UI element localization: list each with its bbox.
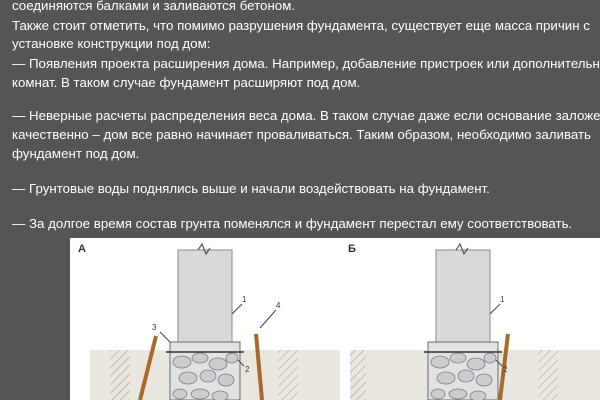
list-item-continuation: качественно – дом все равно начинает про… [12, 127, 591, 142]
panel-a-label: А [78, 243, 86, 255]
list-item: — Появления проекта расширения дома. Нап… [12, 56, 600, 71]
callout-3: 3 [152, 323, 157, 332]
house-wall [435, 249, 491, 347]
brace-right [254, 333, 264, 400]
trench-wall-left [110, 350, 130, 400]
house-wall [177, 249, 233, 347]
list-item-continuation: комнат. В таком случае фундамент расширя… [12, 75, 361, 90]
list-item: — Грунтовые воды поднялись выше и начали… [12, 181, 490, 196]
paragraph-line: Также стоит отметить, что помимо разруше… [12, 18, 590, 33]
panel-a: А [78, 242, 340, 400]
list-item-continuation: фундамент под дом. [12, 146, 140, 161]
trench-wall-left [350, 350, 366, 400]
break-mark [197, 242, 211, 256]
panel-b: Б 1 2 [348, 242, 600, 400]
foundation-diagram: А [70, 238, 600, 400]
paragraph-line: установке конструкции под дом: [12, 36, 211, 51]
list-item: — Неверные расчеты распределения веса до… [12, 108, 600, 123]
callout-2: 2 [503, 365, 508, 374]
brace-right [498, 333, 510, 400]
callout-1: 1 [500, 295, 505, 304]
foundation-diagram-svg: А [78, 242, 600, 400]
brace-left [138, 335, 158, 400]
callout-4: 4 [276, 301, 281, 310]
break-mark [455, 242, 469, 256]
stone-fill [172, 352, 239, 400]
trench-wall-right [278, 350, 298, 400]
paragraph-line: соединяются балками и заливаются бетоном… [12, 0, 296, 13]
trench-wall-right [538, 350, 558, 400]
list-item: — За долгое время состав грунта поменялс… [12, 216, 573, 231]
stone-fill [430, 352, 497, 400]
panel-b-label: Б [348, 243, 356, 255]
callout-2: 2 [245, 365, 250, 374]
callout-1: 1 [242, 295, 247, 304]
